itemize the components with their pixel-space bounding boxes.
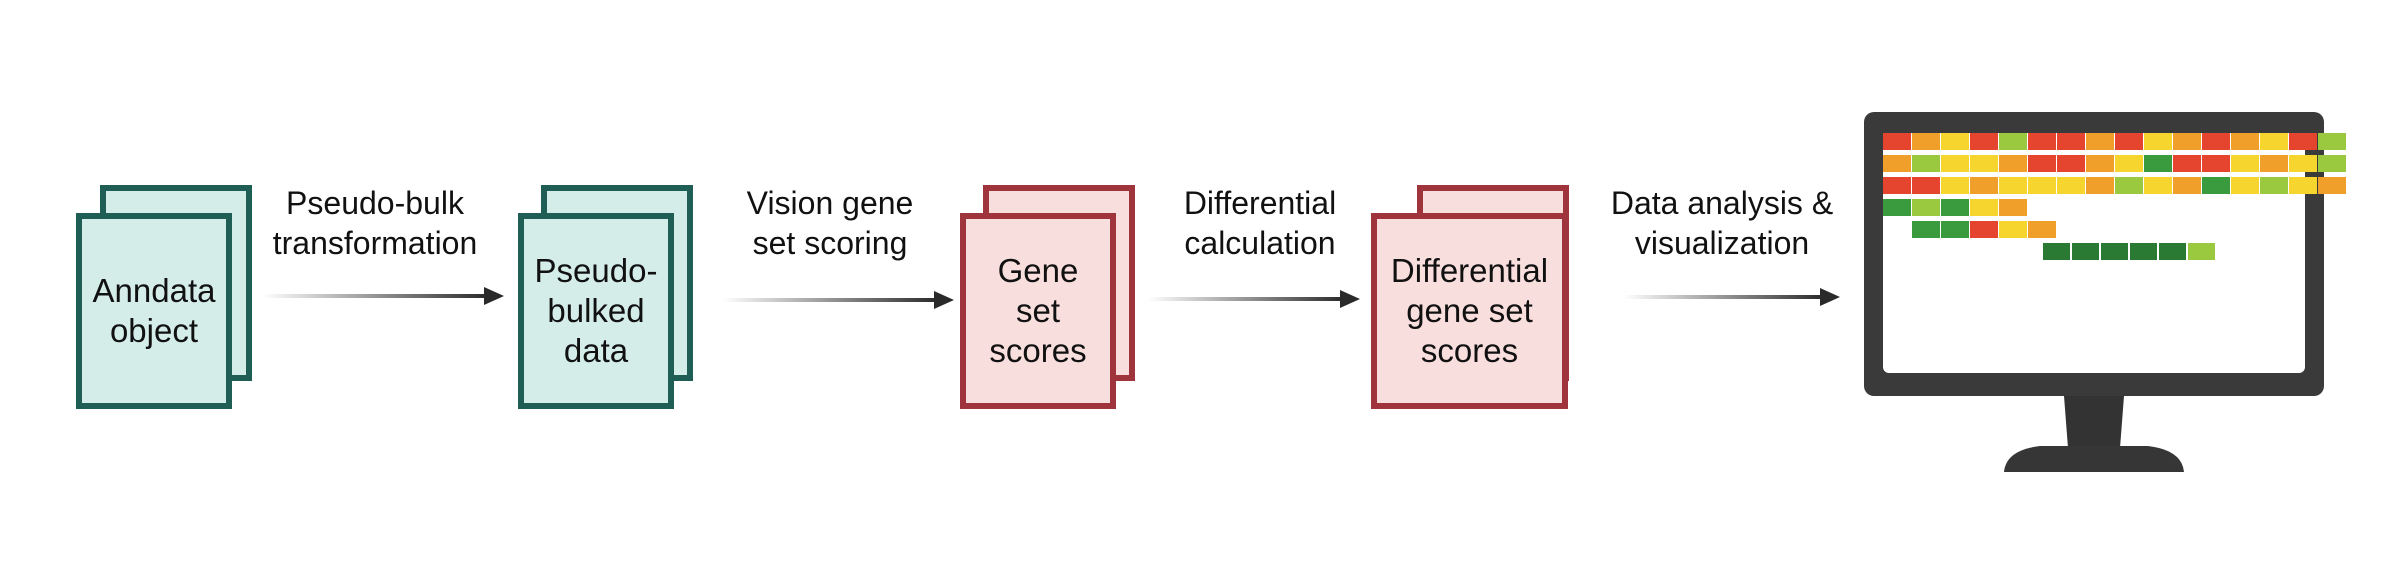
heatmap-cell [2289, 133, 2317, 150]
pseudobulked-card-front: Pseudo- bulked data [518, 213, 674, 409]
arrow-1-icon [262, 287, 504, 305]
heatmap-cell [2173, 177, 2201, 194]
heatmap-cell [1883, 199, 1911, 216]
heatmap-cell [2144, 133, 2172, 150]
heatmap-cell [1912, 221, 1940, 238]
heatmap-cell [2231, 177, 2259, 194]
heatmap-cell [2100, 243, 2128, 260]
heatmap-cell [2086, 155, 2114, 172]
diff-scores-card-front: Differential gene set scores [1371, 213, 1568, 409]
heatmap-cell [2115, 155, 2143, 172]
heatmap-cell [1941, 199, 1969, 216]
heatmap-cell [1912, 177, 1940, 194]
heatmap-cell [2260, 133, 2288, 150]
heatmap-cell [2129, 243, 2157, 260]
arrow-3-icon [1148, 290, 1360, 308]
arrow-2-icon [722, 291, 954, 309]
analysis-viz-label: Data analysis & visualization [1610, 185, 1834, 261]
heatmap-cell [1941, 221, 1969, 238]
heatmap-cell [2231, 133, 2259, 150]
heatmap-cell [1970, 177, 1998, 194]
heatmap-cell [1999, 155, 2027, 172]
heatmap-cell [2289, 177, 2317, 194]
heatmap-cell [1999, 133, 2027, 150]
arrow-1 [262, 284, 504, 308]
arrow-4-icon [1624, 288, 1840, 306]
pseudobulked-card-label: Pseudo- bulked data [534, 252, 658, 369]
heatmap-cell [2202, 155, 2230, 172]
heatmap-cell [1999, 221, 2027, 238]
heatmap-cell [1883, 155, 1911, 172]
heatmap-cell [2115, 133, 2143, 150]
heatmap-cell [2289, 155, 2317, 172]
anndata-card-front: Anndata object [76, 213, 232, 409]
heatmap-cell [2071, 243, 2099, 260]
heatmap-cell [2173, 155, 2201, 172]
heatmap-cell [2086, 133, 2114, 150]
pseudo-bulk-label: Pseudo-bulk transformation [272, 185, 478, 261]
heatmap-cell [2158, 243, 2186, 260]
arrow-2 [722, 288, 954, 312]
gene-set-scores-card-front: Gene set scores [960, 213, 1116, 409]
heatmap-cell [2028, 133, 2056, 150]
heatmap-cell [1941, 133, 1969, 150]
heatmap-cell [1970, 155, 1998, 172]
heatmap-cell [1970, 133, 1998, 150]
heatmap-cell [1970, 199, 1998, 216]
heatmap-cell [2028, 177, 2056, 194]
heatmap-cell [2057, 155, 2085, 172]
heatmap-cell [2057, 133, 2085, 150]
heatmap-cell [2318, 133, 2346, 150]
gene-set-scores-card-label: Gene set scores [989, 252, 1087, 369]
heatmap-cell [2202, 133, 2230, 150]
heatmap-cell [2057, 177, 2085, 194]
heatmap-cell [2144, 155, 2172, 172]
heatmap-cell [1999, 199, 2027, 216]
heatmap-icon [1883, 133, 2346, 373]
heatmap-cell [2260, 177, 2288, 194]
heatmap-cell [1941, 155, 1969, 172]
heatmap-cell [2115, 177, 2143, 194]
heatmap-cell [2144, 177, 2172, 194]
heatmap-cell [1912, 155, 1940, 172]
heatmap-cell [2086, 177, 2114, 194]
heatmap-cell [2202, 177, 2230, 194]
heatmap-cell [1912, 199, 1940, 216]
heatmap-cell [2042, 243, 2070, 260]
heatmap-cell [1941, 177, 1969, 194]
arrow-3 [1148, 287, 1360, 311]
heatmap-cell [1912, 133, 1940, 150]
heatmap-cell [1883, 177, 1911, 194]
diff-scores-card-label: Differential gene set scores [1390, 252, 1549, 369]
anndata-card-label: Anndata object [92, 272, 216, 349]
heatmap-cell [2318, 177, 2346, 194]
heatmap-cell [2187, 243, 2215, 260]
heatmap-cell [2318, 155, 2346, 172]
heatmap-cell [1883, 133, 1911, 150]
differential-calc-label: Differential calculation [1183, 185, 1337, 261]
heatmap-cell [2028, 155, 2056, 172]
heatmap-cell [2231, 155, 2259, 172]
heatmap-cell [2173, 133, 2201, 150]
heatmap-cell [2260, 155, 2288, 172]
heatmap-cell [2028, 221, 2056, 238]
heatmap-cell [1970, 221, 1998, 238]
heatmap-cell [1999, 177, 2027, 194]
arrow-4 [1624, 285, 1840, 309]
vision-scoring-label: Vision gene set scoring [746, 185, 914, 261]
